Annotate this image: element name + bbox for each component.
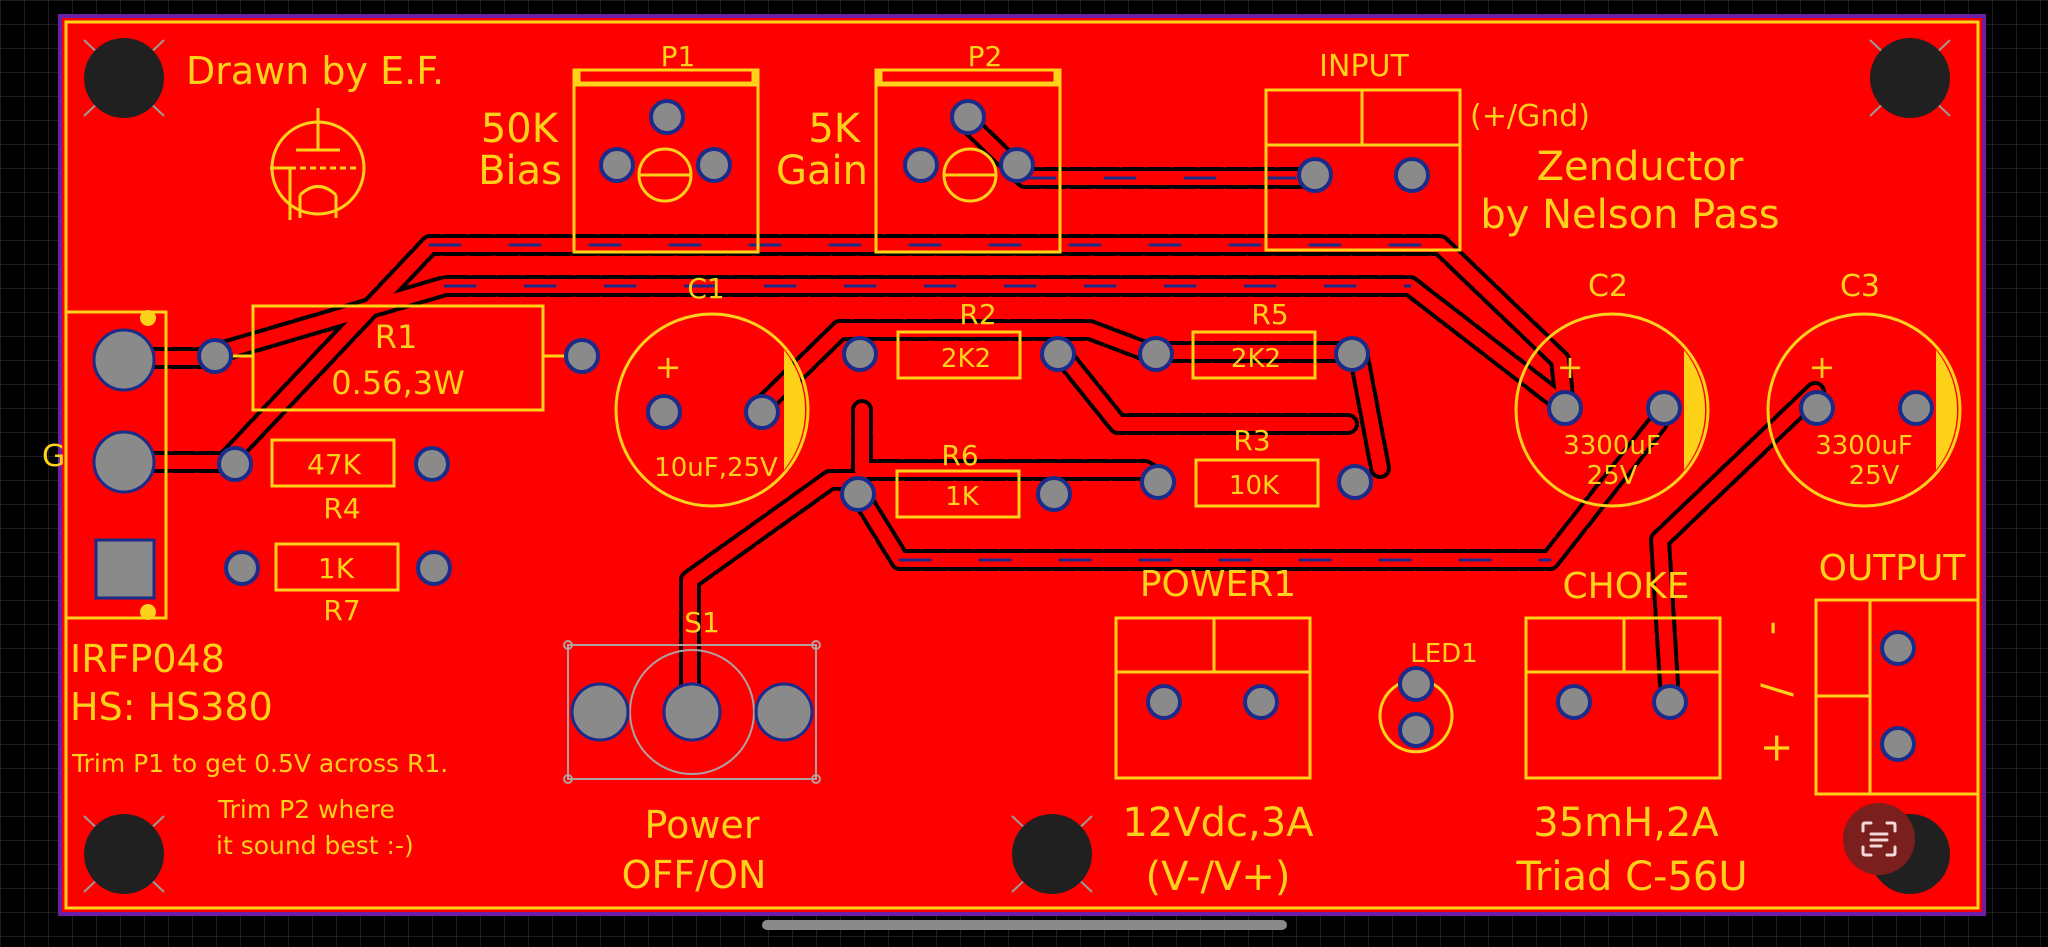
output-slash: / — [1754, 683, 1800, 697]
board-author: by Nelson Pass — [1480, 192, 1779, 238]
c2-value: 3300uF — [1563, 431, 1661, 461]
r1-value: 0.56,3W — [331, 364, 464, 402]
r2-ref: R2 — [959, 298, 996, 331]
output-plus: + — [1754, 731, 1800, 765]
edge-label: G — [42, 439, 65, 474]
p2-ref: P2 — [968, 40, 1003, 73]
power1-rating: 12Vdc,3A — [1122, 800, 1314, 846]
r4-value: 47K — [307, 448, 362, 481]
r5-value: 2K2 — [1231, 344, 1281, 374]
capacitor-polarity-marks — [140, 310, 1958, 620]
heatsink-part: HS: HS380 — [70, 685, 273, 729]
p1-function: Bias — [478, 148, 562, 194]
led1-ref: LED1 — [1410, 639, 1477, 669]
c3-value: 3300uF — [1815, 431, 1913, 461]
board-outline — [58, 14, 1986, 916]
output-minus: - — [1752, 621, 1798, 635]
c3-plus: + — [1809, 348, 1836, 386]
r7-ref: R7 — [323, 594, 360, 627]
input-ref: INPUT — [1319, 49, 1409, 84]
c1-plus: + — [655, 348, 682, 386]
r5-ref: R5 — [1251, 298, 1288, 331]
choke-ref: CHOKE — [1563, 566, 1690, 607]
note-trim-p2-b: it sound best :-) — [216, 831, 414, 860]
p2-value: 5K — [808, 106, 861, 152]
r6-value: 1K — [945, 482, 980, 512]
s1-switch-footprint — [563, 640, 821, 784]
c2-ref: C2 — [1588, 269, 1628, 304]
c2-plus: + — [1557, 348, 1584, 386]
output-ref: OUTPUT — [1819, 548, 1967, 589]
r3-ref: R3 — [1233, 424, 1270, 457]
component-outlines — [64, 68, 1980, 796]
r6-ref: R6 — [941, 439, 978, 472]
google-lens-icon[interactable] — [1843, 803, 1915, 875]
board-title: Zenductor — [1537, 144, 1744, 190]
scan-text-icon — [1861, 821, 1897, 857]
r2-value: 2K2 — [941, 344, 991, 374]
r7-value: 1K — [318, 552, 355, 585]
c1-value: 10uF,25V — [654, 453, 778, 483]
note-trim-p1: Trim P1 to get 0.5V across R1. — [71, 749, 448, 778]
choke-model: Triad C-56U — [1515, 854, 1747, 900]
power1-polarity: (V-/V+) — [1145, 854, 1290, 900]
note-trim-p2-a: Trim P2 where — [217, 795, 395, 824]
c2-voltage: 25V — [1587, 461, 1638, 491]
input-note: (+/Gnd) — [1470, 99, 1590, 134]
p2-function: Gain — [776, 148, 868, 194]
r4-ref: R4 — [323, 492, 360, 525]
r1-ref: R1 — [375, 318, 418, 356]
vacuum-tube-icon — [270, 108, 366, 220]
p1-ref: P1 — [661, 40, 696, 73]
c3-ref: C3 — [1840, 269, 1880, 304]
credit-text: Drawn by E.F. — [186, 49, 444, 93]
p1-value: 50K — [481, 106, 560, 152]
horizontal-scrollbar[interactable] — [762, 920, 1287, 930]
transistor-part: IRFP048 — [70, 637, 225, 681]
r3-value: 10K — [1229, 471, 1280, 501]
power1-ref: POWER1 — [1140, 564, 1296, 605]
s1-ref: S1 — [684, 606, 720, 639]
pads — [92, 99, 1934, 762]
s1-state: OFF/ON — [622, 853, 767, 897]
c3-voltage: 25V — [1849, 461, 1900, 491]
choke-rating: 35mH,2A — [1533, 800, 1719, 846]
c1-ref: C1 — [687, 272, 724, 305]
s1-label: Power — [645, 803, 760, 847]
